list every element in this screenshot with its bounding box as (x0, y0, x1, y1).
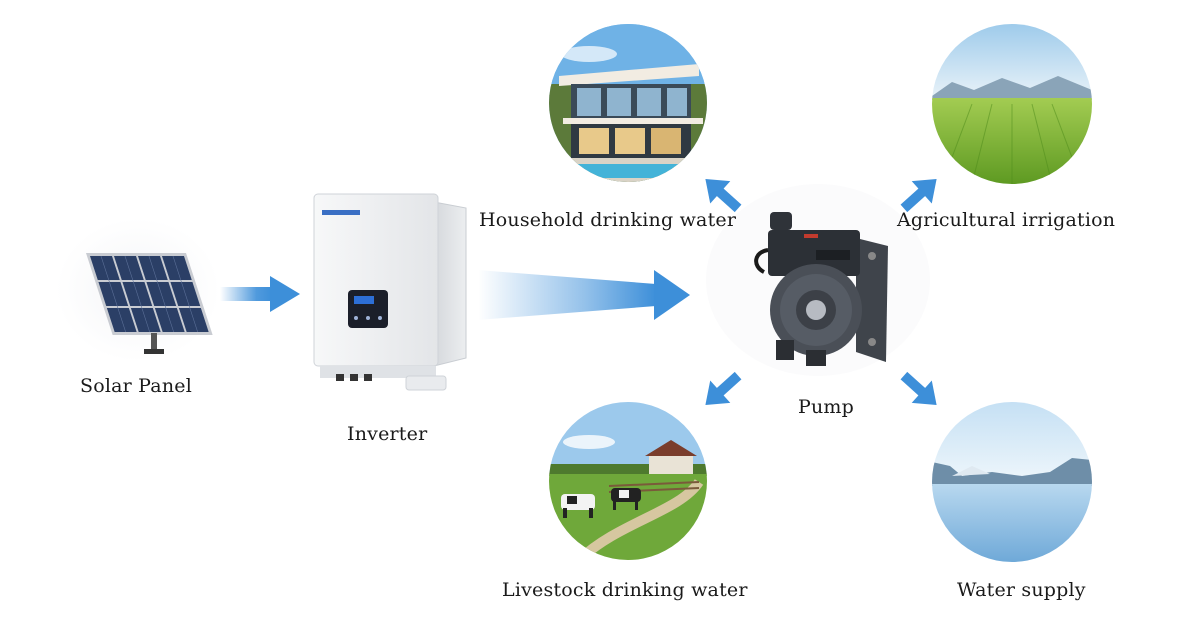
arrow-inverter-to-pump (478, 270, 690, 320)
inverter-icon (313, 193, 467, 391)
household-label: Household drinking water (479, 209, 737, 231)
arrow-pump-to-livestock (705, 371, 742, 406)
household-image (549, 24, 707, 182)
pump-icon (706, 184, 930, 376)
water-supply-image (932, 402, 1092, 562)
arrow-pump-to-agricultural (900, 178, 937, 213)
arrow-solar-to-inverter (220, 276, 300, 312)
inverter-label: Inverter (347, 423, 428, 445)
solar-panel-node (48, 215, 223, 365)
agricultural-label: Agricultural irrigation (897, 209, 1116, 231)
arrow-pump-to-water-supply (900, 371, 937, 406)
agricultural-image (932, 24, 1092, 184)
house-icon (549, 24, 707, 182)
pump-label: Pump (798, 396, 855, 418)
livestock-image (549, 402, 707, 560)
cows-icon (549, 402, 707, 560)
inverter-node (306, 190, 471, 395)
solar-panel-label: Solar Panel (80, 375, 192, 397)
solar-panel-icon (56, 218, 220, 362)
livestock-label: Livestock drinking water (502, 579, 748, 601)
pump-node (706, 180, 936, 380)
field-icon (932, 24, 1092, 184)
lake-icon (932, 402, 1092, 562)
arrow-pump-to-household (705, 178, 742, 213)
water-supply-label: Water supply (957, 579, 1086, 601)
